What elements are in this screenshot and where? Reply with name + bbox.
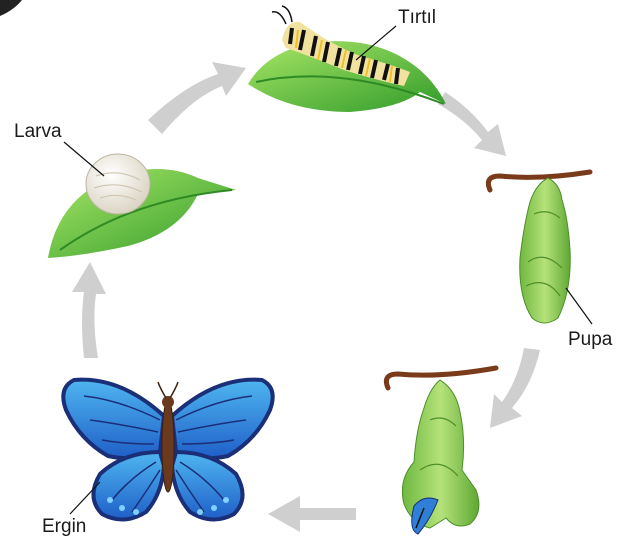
arrow-pupa-to-emerging <box>490 348 540 428</box>
wing-upper-right <box>172 380 273 459</box>
butterfly-illustration <box>63 380 272 520</box>
chrysalis-illustration <box>488 172 592 324</box>
larva-pointer <box>64 142 104 176</box>
wing-upper-left <box>63 380 164 459</box>
corner-mark <box>0 0 22 16</box>
wing-lower-left <box>93 452 164 520</box>
chrysalis <box>520 178 571 323</box>
emerging-chrysalis-illustration <box>386 368 496 534</box>
label-pupa: Pupa <box>568 329 612 351</box>
butterfly-body <box>162 400 174 492</box>
arrow-egg-to-caterpillar <box>148 62 246 134</box>
egg-on-leaf-illustration <box>48 142 236 258</box>
pupa-pointer <box>566 288 592 324</box>
arrow-emerging-to-butterfly <box>268 496 356 532</box>
arrow-caterpillar-to-pupa <box>438 92 506 156</box>
label-tirtil: Tırtıl <box>398 7 436 29</box>
wing-lower-right <box>172 452 243 520</box>
egg <box>86 154 150 214</box>
label-larva: Larva <box>14 121 62 143</box>
label-ergin: Ergin <box>42 516 86 538</box>
arrow-butterfly-to-egg <box>72 262 106 358</box>
